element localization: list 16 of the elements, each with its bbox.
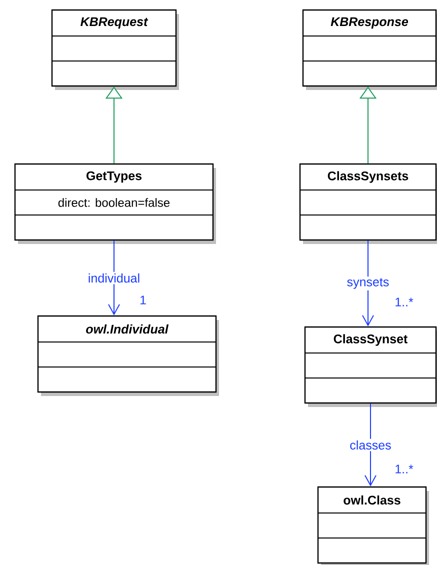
edge-label: classes xyxy=(348,438,393,452)
class-box: ClassSynsets xyxy=(299,163,437,244)
arrow xyxy=(108,240,120,316)
arrow xyxy=(364,403,376,486)
class-box: owl.Class xyxy=(317,486,429,565)
class-box: KBRequest xyxy=(51,9,179,90)
multiplicity-label: 1 xyxy=(140,296,146,304)
class-box: GetTypes direct: boolean=false xyxy=(14,163,216,244)
edge-label: synsets xyxy=(345,276,391,290)
class-box: ClassSynset xyxy=(304,326,437,407)
edge-label: individual xyxy=(86,272,142,284)
multiplicity-label: 1..* xyxy=(396,464,414,474)
arrow xyxy=(362,240,374,326)
class-box: KBResponse xyxy=(302,9,437,90)
multiplicity-label: 1..* xyxy=(396,298,414,306)
class-box: owl.Individual xyxy=(37,315,219,396)
